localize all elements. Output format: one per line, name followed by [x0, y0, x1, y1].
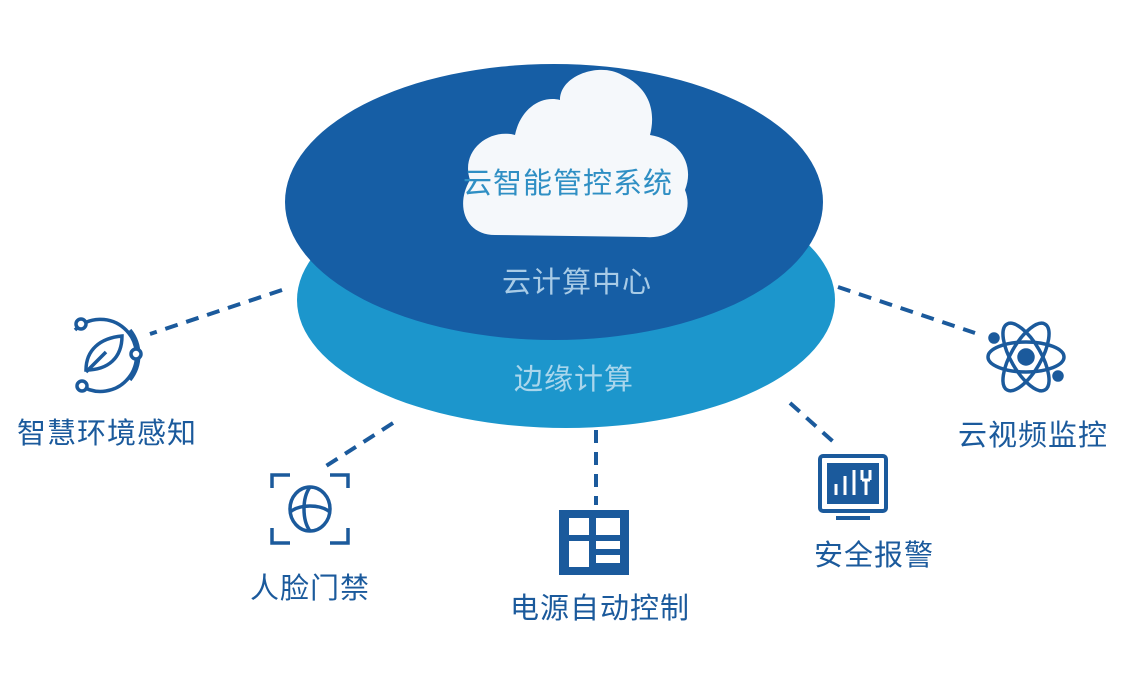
connectors: [149, 285, 976, 505]
connector-video: [837, 285, 976, 335]
control-panel-icon: [559, 510, 629, 575]
cloud-computing-center-label: 云计算中心: [502, 265, 653, 299]
node-label-face: 人脸门禁: [250, 571, 371, 605]
connector-env: [149, 288, 283, 336]
node-label-video: 云视频监控: [958, 418, 1109, 452]
cloud-shape: [463, 69, 689, 238]
monitor-alarm-icon: [818, 454, 888, 520]
cloud-label: 云智能管控系统: [463, 166, 674, 200]
node-label-env: 智慧环境感知: [17, 416, 198, 450]
node-label-alarm: 安全报警: [814, 538, 935, 572]
node-label-power: 电源自动控制: [510, 591, 691, 625]
face-scan-icon: [270, 473, 350, 545]
connector-alarm: [788, 401, 840, 448]
atom-icon: [986, 321, 1066, 393]
edge-computing-label: 边缘计算: [514, 362, 635, 396]
leaf-orbit-icon: [73, 317, 143, 394]
connector-face: [324, 421, 395, 468]
